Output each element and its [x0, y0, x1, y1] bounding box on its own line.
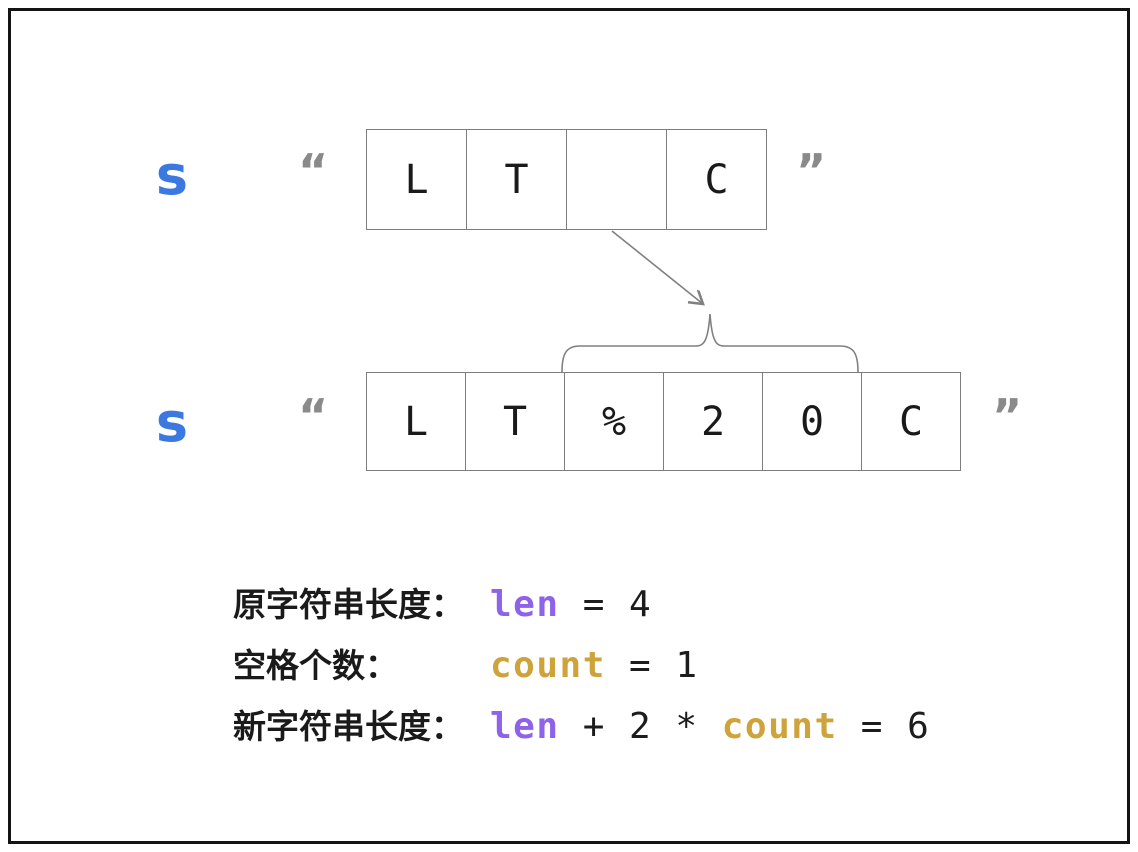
equation-value: = 6	[837, 706, 931, 747]
equation-label: 空格个数：	[233, 646, 398, 685]
array-cell: 2	[664, 373, 763, 470]
array-cell: T	[466, 373, 565, 470]
equation-operator: + 2 *	[559, 706, 722, 747]
new-string-array: L T % 2 0 C	[366, 372, 961, 471]
equation-value: = 4	[559, 584, 653, 625]
equation-expression: len = 4	[490, 584, 652, 625]
equation-new-length: 新字符串长度： len + 2 * count = 6	[233, 700, 930, 761]
original-string-label: s	[155, 144, 189, 207]
var-count: count	[721, 706, 838, 747]
original-open-quote: “	[298, 144, 329, 198]
array-cell: L	[367, 373, 466, 470]
array-cell: 0	[763, 373, 862, 470]
original-close-quote: ”	[796, 144, 827, 198]
array-cell: C	[704, 156, 729, 203]
new-close-quote: ”	[992, 389, 1023, 443]
equation-label: 新字符串长度：	[233, 707, 464, 746]
equation-label: 原字符串长度：	[233, 585, 464, 624]
equations-block: 原字符串长度： len = 4 空格个数： count = 1 新字符串长度： …	[233, 578, 930, 761]
array-cell: L	[367, 130, 467, 229]
equation-expression: count = 1	[490, 645, 699, 686]
var-len: len	[490, 584, 560, 625]
equation-space-count: 空格个数： count = 1	[233, 639, 930, 700]
new-open-quote: “	[298, 389, 329, 443]
array-cell: T	[467, 130, 567, 229]
var-len: len	[490, 706, 560, 747]
var-count: count	[490, 645, 606, 686]
array-cell: %	[565, 373, 664, 470]
array-cell: C	[898, 398, 924, 445]
equation-value: = 1	[605, 645, 699, 686]
equation-original-length: 原字符串长度： len = 4	[233, 578, 930, 639]
original-string-array: L T C	[366, 129, 767, 230]
array-cell-space	[567, 130, 667, 229]
equation-expression: len + 2 * count = 6	[490, 706, 930, 747]
new-string-label: s	[155, 391, 189, 454]
